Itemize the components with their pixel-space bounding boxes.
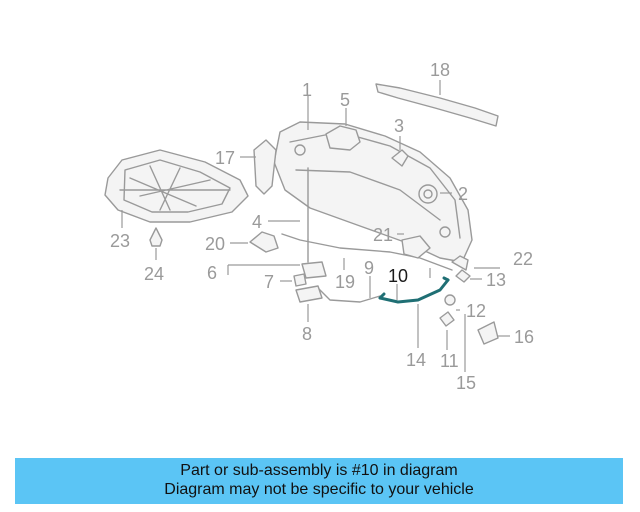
callout-19: 19 — [335, 272, 355, 292]
callout-labels: 1 2 3 4 5 6 7 8 9 10 11 12 13 14 15 16 1… — [110, 60, 534, 393]
callout-17: 17 — [215, 148, 235, 168]
callout-3: 3 — [394, 116, 404, 136]
hood-hinge — [325, 125, 361, 151]
callout-12: 12 — [466, 301, 486, 321]
callout-18: 18 — [430, 60, 450, 80]
info-banner: Part or sub-assembly is #10 in diagram D… — [15, 458, 623, 504]
highlighted-part-10 — [378, 276, 450, 304]
callout-23: 23 — [110, 231, 130, 251]
bumper-stop — [391, 149, 409, 167]
callout-6: 6 — [207, 263, 217, 283]
callout-20: 20 — [205, 234, 225, 254]
banner-line-1: Part or sub-assembly is #10 in diagram — [180, 462, 458, 479]
callout-7: 7 — [264, 272, 274, 292]
bumper-24 — [149, 227, 163, 247]
latch-component-13 — [455, 269, 471, 283]
hinge-arm — [253, 139, 277, 195]
callout-16: 16 — [514, 327, 534, 347]
banner-line-2: Diagram may not be specific to your vehi… — [164, 481, 474, 498]
callout-9: 9 — [364, 258, 374, 278]
callout-5: 5 — [340, 90, 350, 110]
bolt-11 — [439, 311, 455, 327]
latch-bracket — [401, 235, 431, 259]
release-handle-6 — [301, 261, 327, 279]
parts-diagram: 1 2 3 4 5 6 7 8 9 10 11 12 13 14 15 16 1… — [104, 60, 534, 393]
callout-14: 14 — [406, 350, 426, 370]
callout-4: 4 — [252, 212, 262, 232]
release-cable — [281, 233, 453, 303]
callout-15: 15 — [456, 373, 476, 393]
callout-11: 11 — [440, 351, 459, 371]
clip-7 — [293, 273, 307, 287]
callout-24: 24 — [144, 264, 164, 284]
hood-insulator-pad — [104, 149, 249, 223]
callout-2: 2 — [458, 184, 468, 204]
leader-lines — [121, 80, 510, 372]
callout-1: 1 — [302, 80, 312, 100]
hood-latch — [418, 184, 438, 204]
nut-12 — [444, 294, 456, 306]
callout-13: 13 — [486, 270, 506, 290]
callout-10: 10 — [388, 266, 408, 286]
callout-8: 8 — [302, 324, 312, 344]
latch-component-22 — [451, 255, 469, 271]
release-lever-8 — [295, 285, 323, 303]
bracket-16 — [477, 321, 499, 345]
callout-21: 21 — [373, 225, 393, 245]
cable-clip — [249, 231, 279, 253]
hood-panel — [273, 121, 473, 263]
hood-weatherstrip — [375, 83, 499, 127]
callout-22: 22 — [513, 249, 533, 269]
